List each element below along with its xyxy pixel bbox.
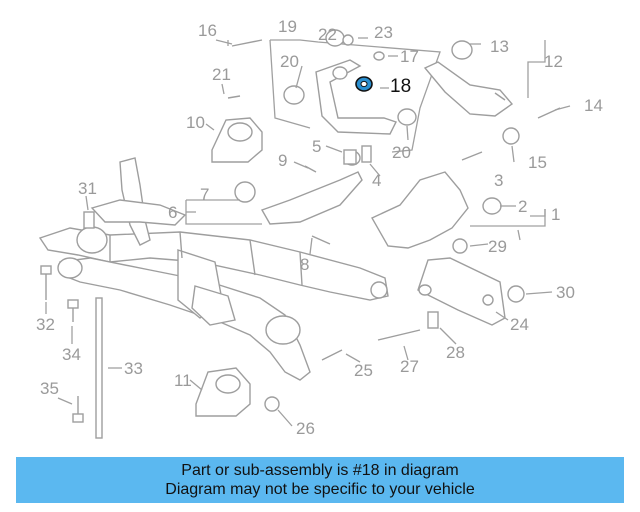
callout-22: 22 bbox=[318, 25, 337, 44]
callout-11: 11 bbox=[174, 371, 192, 390]
callout-8: 8 bbox=[300, 255, 309, 274]
part-18-bushing bbox=[355, 76, 373, 92]
callout-35: 35 bbox=[40, 379, 59, 398]
callout-13: 13 bbox=[490, 37, 509, 56]
callout-12: 12 bbox=[544, 52, 563, 71]
callout-25: 25 bbox=[354, 361, 373, 380]
mount-11 bbox=[195, 367, 251, 417]
callout-31: 31 bbox=[78, 179, 97, 198]
callout-23: 23 bbox=[374, 23, 393, 42]
callout-10: 10 bbox=[186, 113, 205, 132]
callout-28: 28 bbox=[446, 343, 465, 362]
ring-30 bbox=[507, 285, 525, 303]
callout-17: 17 bbox=[400, 47, 419, 66]
callout-15: 15 bbox=[528, 153, 547, 172]
callout-1: 1 bbox=[551, 205, 560, 224]
callout-29: 29 bbox=[488, 237, 507, 256]
callout-19: 19 bbox=[278, 17, 297, 36]
hardware bbox=[227, 34, 561, 412]
banner-line-disclaimer: Diagram may not be specific to your vehi… bbox=[165, 481, 475, 498]
vehicle-fit-banner: Part or sub-assembly is #18 in diagram D… bbox=[16, 457, 624, 503]
callout-21: 21 bbox=[212, 65, 231, 84]
leader-lines bbox=[108, 40, 571, 369]
callout-20-left: 20 bbox=[280, 52, 299, 71]
mount-10 bbox=[211, 117, 263, 163]
parts-diagram: 1 2 3 4 5 6 7 8 9 10 11 12 13 14 15 16 1… bbox=[36, 17, 603, 439]
callout-30: 30 bbox=[556, 283, 575, 302]
banner-line-part: Part or sub-assembly is #18 in diagram bbox=[181, 462, 459, 479]
callout-2: 2 bbox=[518, 197, 527, 216]
callout-18: 18 bbox=[390, 76, 411, 97]
callout-5: 5 bbox=[312, 137, 321, 156]
callout-4: 4 bbox=[372, 171, 381, 190]
callout-24: 24 bbox=[510, 315, 529, 334]
knuckle bbox=[371, 171, 502, 254]
callout-26: 26 bbox=[296, 419, 315, 438]
callout-34: 34 bbox=[62, 345, 81, 364]
callout-27: 27 bbox=[400, 357, 419, 376]
callout-arrows bbox=[45, 37, 553, 427]
trailing-arm-7 bbox=[234, 150, 363, 225]
callout-9: 9 bbox=[278, 151, 287, 170]
upper-arm-19 bbox=[269, 29, 441, 153]
rear-subframe bbox=[38, 157, 389, 381]
callout-14: 14 bbox=[584, 96, 603, 115]
left-fasteners bbox=[40, 211, 103, 439]
callout-16: 16 bbox=[198, 21, 217, 40]
callout-20-right: 20 bbox=[392, 143, 411, 162]
callouts: 1 2 3 4 5 6 7 8 9 10 11 12 13 14 15 16 1… bbox=[36, 17, 603, 438]
callout-3: 3 bbox=[494, 171, 503, 190]
callout-32: 32 bbox=[36, 315, 55, 334]
callout-33: 33 bbox=[124, 359, 143, 378]
callout-7: 7 bbox=[200, 185, 209, 204]
callout-6: 6 bbox=[168, 203, 177, 222]
lower-link-24 bbox=[417, 257, 506, 326]
arm-12 bbox=[423, 40, 514, 117]
